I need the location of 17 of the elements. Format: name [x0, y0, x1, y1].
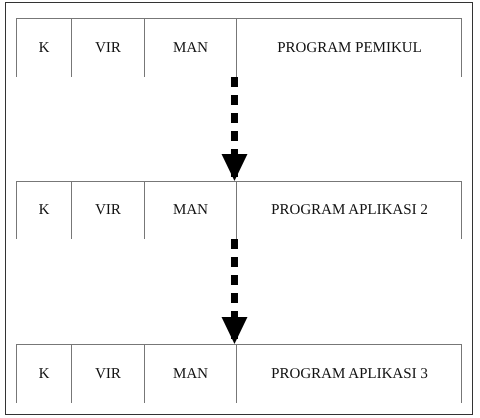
table-row	[16, 18, 462, 77]
segment-label: PROGRAM APLIKASI 2	[271, 202, 428, 219]
segment-label: VIR	[95, 202, 121, 219]
table-row	[16, 181, 462, 239]
dashed-arrow	[222, 239, 248, 344]
segment-label: PROGRAM PEMIKUL	[277, 40, 422, 56]
dashed-arrow	[222, 77, 248, 181]
segment-label: MAN	[172, 40, 208, 56]
segment-label: MAN	[172, 366, 208, 382]
segment-label: K	[38, 40, 50, 56]
segment-label: PROGRAM APLIKASI 3	[271, 366, 428, 382]
segment-label: VIR	[95, 366, 121, 382]
table-row	[16, 344, 462, 403]
segment-label: K	[38, 366, 50, 382]
segment-label: MAN	[172, 202, 208, 219]
segment-label: K	[38, 202, 50, 219]
segment-label: VIR	[95, 40, 121, 56]
